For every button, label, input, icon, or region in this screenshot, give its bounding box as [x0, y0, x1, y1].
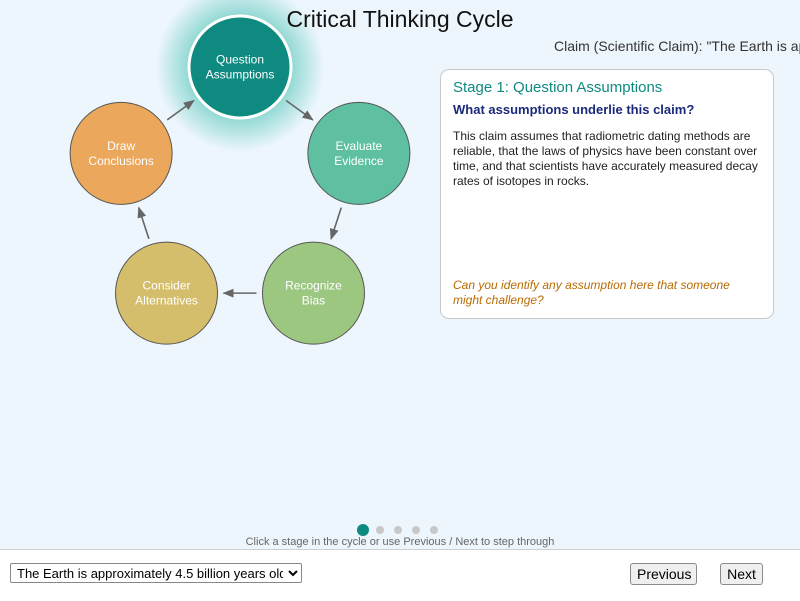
- previous-button[interactable]: Previous: [630, 563, 697, 585]
- progress-dot[interactable]: [376, 526, 384, 534]
- stage-label: Question: [216, 53, 264, 67]
- stage-question: What assumptions underlie this claim?: [453, 102, 695, 117]
- cycle-diagram: QuestionAssumptionsEvaluateEvidenceRecog…: [69, 0, 411, 345]
- stage-circle[interactable]: [187, 14, 293, 120]
- stage-label: Draw: [107, 139, 135, 153]
- stage-label: Recognize: [285, 279, 342, 293]
- stage-label: Assumptions: [206, 68, 275, 82]
- footer-bar: The Earth is approximately 4.5 billion y…: [0, 549, 800, 601]
- stage-label: Bias: [302, 294, 325, 308]
- page-title: Critical Thinking Cycle: [286, 6, 514, 32]
- claim-heading: Claim (Scientific Claim): "The Earth is …: [554, 38, 800, 54]
- stage-title: Stage 1: Question Assumptions: [453, 79, 663, 96]
- stage-circle[interactable]: [261, 241, 365, 345]
- progress-dot[interactable]: [430, 526, 438, 534]
- progress-dot[interactable]: [394, 526, 402, 534]
- stage-info-card: Stage 1: Question Assumptions What assum…: [440, 69, 774, 319]
- stage-circle[interactable]: [307, 101, 411, 205]
- next-button[interactable]: Next: [720, 563, 763, 585]
- stage-label: Evidence: [334, 154, 384, 168]
- stage-label: Consider: [143, 279, 191, 293]
- cycle-arrow: [166, 99, 195, 121]
- hint-text: Click a stage in the cycle or use Previo…: [245, 536, 555, 548]
- stage-circle[interactable]: [115, 241, 219, 345]
- stage-label: Conclusions: [88, 154, 153, 168]
- stage-label: Alternatives: [135, 294, 198, 308]
- stage-description: This claim assumes that radiometric dati…: [453, 129, 758, 188]
- cycle-arrow: [285, 99, 314, 121]
- cycle-arrow: [137, 206, 150, 240]
- progress-dot[interactable]: [412, 526, 420, 534]
- claim-select[interactable]: The Earth is approximately 4.5 billion y…: [10, 563, 302, 583]
- stage-circle[interactable]: [69, 101, 173, 205]
- stage-prompt: Can you identify any assumption here tha…: [453, 278, 730, 307]
- cycle-arrow: [329, 207, 343, 240]
- progress-dot[interactable]: [357, 524, 369, 536]
- stage-label: Evaluate: [336, 139, 383, 153]
